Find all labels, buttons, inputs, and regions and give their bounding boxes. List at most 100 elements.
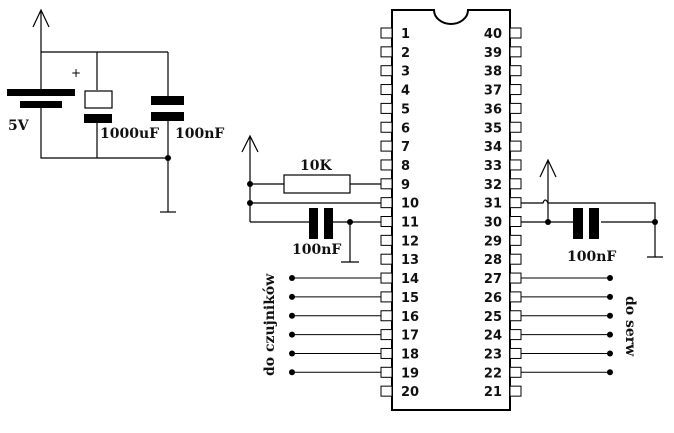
junction-dot [247, 200, 253, 206]
ceramic-cap-label: 100nF [175, 126, 224, 142]
pin-pad-left [380, 84, 393, 96]
pin-number-right: 29 [484, 234, 502, 249]
battery-label: 5V [8, 118, 30, 134]
reset-vcc-arrow-icon [241, 134, 259, 222]
pin-pad-left [380, 366, 393, 378]
reset-cap-plate-left [309, 208, 318, 239]
pin-number-left: 12 [401, 234, 419, 249]
pin-number-right: 22 [484, 366, 502, 381]
servo-terminal-dot [607, 312, 613, 319]
pin-pad-right [509, 159, 522, 171]
pin-number-right: 32 [484, 178, 502, 193]
pin-number-right: 40 [484, 27, 502, 42]
pin-number-left: 7 [401, 140, 410, 155]
right-cap-plate-left [573, 208, 583, 239]
pin-number-left: 19 [401, 366, 419, 381]
pin-number-left: 10 [401, 197, 419, 212]
pin-pad-left [380, 291, 393, 303]
pin-number-left: 4 [401, 84, 410, 99]
electrolytic-cap-negative-plate [84, 114, 112, 123]
pin-pad-right [509, 46, 522, 58]
pin-pad-right [509, 121, 522, 133]
resistor-label: 10K [300, 158, 332, 174]
pin-number-right: 35 [484, 121, 502, 136]
servo-terminal-dot [607, 369, 613, 376]
pin-pad-right [509, 197, 522, 209]
junction-dot [545, 219, 551, 225]
junction-dot [247, 181, 253, 187]
pin-number-left: 8 [401, 159, 410, 174]
pin-pad-right [509, 216, 522, 227]
pin-number-right: 25 [484, 310, 502, 325]
pin-pad-right [509, 234, 522, 246]
pin-pad-left [380, 140, 393, 152]
pin-pad-right [509, 178, 522, 190]
pin-number-left: 18 [401, 347, 419, 362]
pin-number-left: 15 [401, 291, 419, 306]
pin-pad-right [509, 140, 522, 152]
pin-number-right: 26 [484, 291, 502, 306]
pin-pad-right [509, 253, 522, 265]
pin-number-right: 36 [484, 102, 502, 117]
pin-number-right: 28 [484, 253, 502, 268]
pin-number-left: 6 [401, 121, 410, 136]
sensors-label: do czujników [262, 273, 278, 376]
reset-cap-label: 100nF [292, 242, 341, 258]
pin-number-left: 1 [401, 27, 410, 42]
pin-pad-left [380, 102, 393, 114]
sensor-terminal-dot [289, 331, 295, 338]
pin-number-right: 21 [484, 385, 502, 400]
pin-pad-right [509, 102, 522, 114]
reset-cap-plate-right [324, 208, 333, 239]
pin-pad-left [380, 46, 393, 58]
pin-pad-left [380, 27, 393, 39]
pin-pad-left [380, 272, 393, 284]
servo-terminal-dot [607, 331, 613, 338]
pin-pad-right [509, 347, 522, 359]
io-lines [289, 275, 613, 376]
pin-number-left: 20 [401, 385, 419, 400]
pin-pad-right [509, 366, 522, 378]
pin-number-left: 11 [401, 216, 419, 231]
power-supply-section: 5V + 1000uF 100nF [7, 8, 224, 213]
pin-number-right: 33 [484, 159, 502, 174]
pin-pad-left [380, 385, 393, 397]
right-vcc-arrow-icon [539, 158, 557, 222]
pin-number-right: 30 [484, 216, 502, 231]
sensor-terminal-dot [289, 369, 295, 376]
power-wires [40, 51, 169, 212]
pin-number-left: 17 [401, 329, 419, 344]
pin-pad-right [509, 329, 522, 341]
pin-pad-left [380, 329, 393, 341]
pin-pad-left [380, 65, 393, 77]
pin-number-right: 27 [484, 272, 502, 287]
sensor-terminal-dot [289, 293, 295, 300]
right-cap-plate-right [589, 208, 599, 239]
battery-plate-short [20, 101, 62, 108]
junction-dot [652, 219, 658, 225]
ceramic-cap-plate-top [151, 96, 184, 105]
pin-number-right: 37 [484, 84, 502, 99]
servo-terminal-dot [607, 275, 613, 282]
pin-pad-right [509, 385, 522, 397]
vcc-arrow-icon [32, 8, 50, 52]
pin-number-left: 16 [401, 310, 419, 325]
pin-number-left: 14 [401, 272, 419, 287]
servos-label: do serw [622, 296, 638, 357]
pin-pad-left [380, 216, 393, 227]
electrolytic-cap-positive-plate [84, 90, 113, 109]
pin-pad-right [509, 272, 522, 284]
junction-dot [165, 155, 171, 161]
junction-dot [347, 219, 353, 225]
pin-pad-left [380, 310, 393, 322]
pin-pad-right [509, 310, 522, 322]
pin-pad-left [380, 347, 393, 359]
servo-terminal-dot [607, 293, 613, 300]
battery-plate-long [7, 89, 75, 96]
sensor-terminal-dot [289, 312, 295, 319]
pin-number-right: 38 [484, 65, 502, 80]
pin-pad-right [509, 27, 522, 39]
pin-number-right: 34 [484, 140, 502, 155]
pin-pad-left [380, 197, 393, 209]
